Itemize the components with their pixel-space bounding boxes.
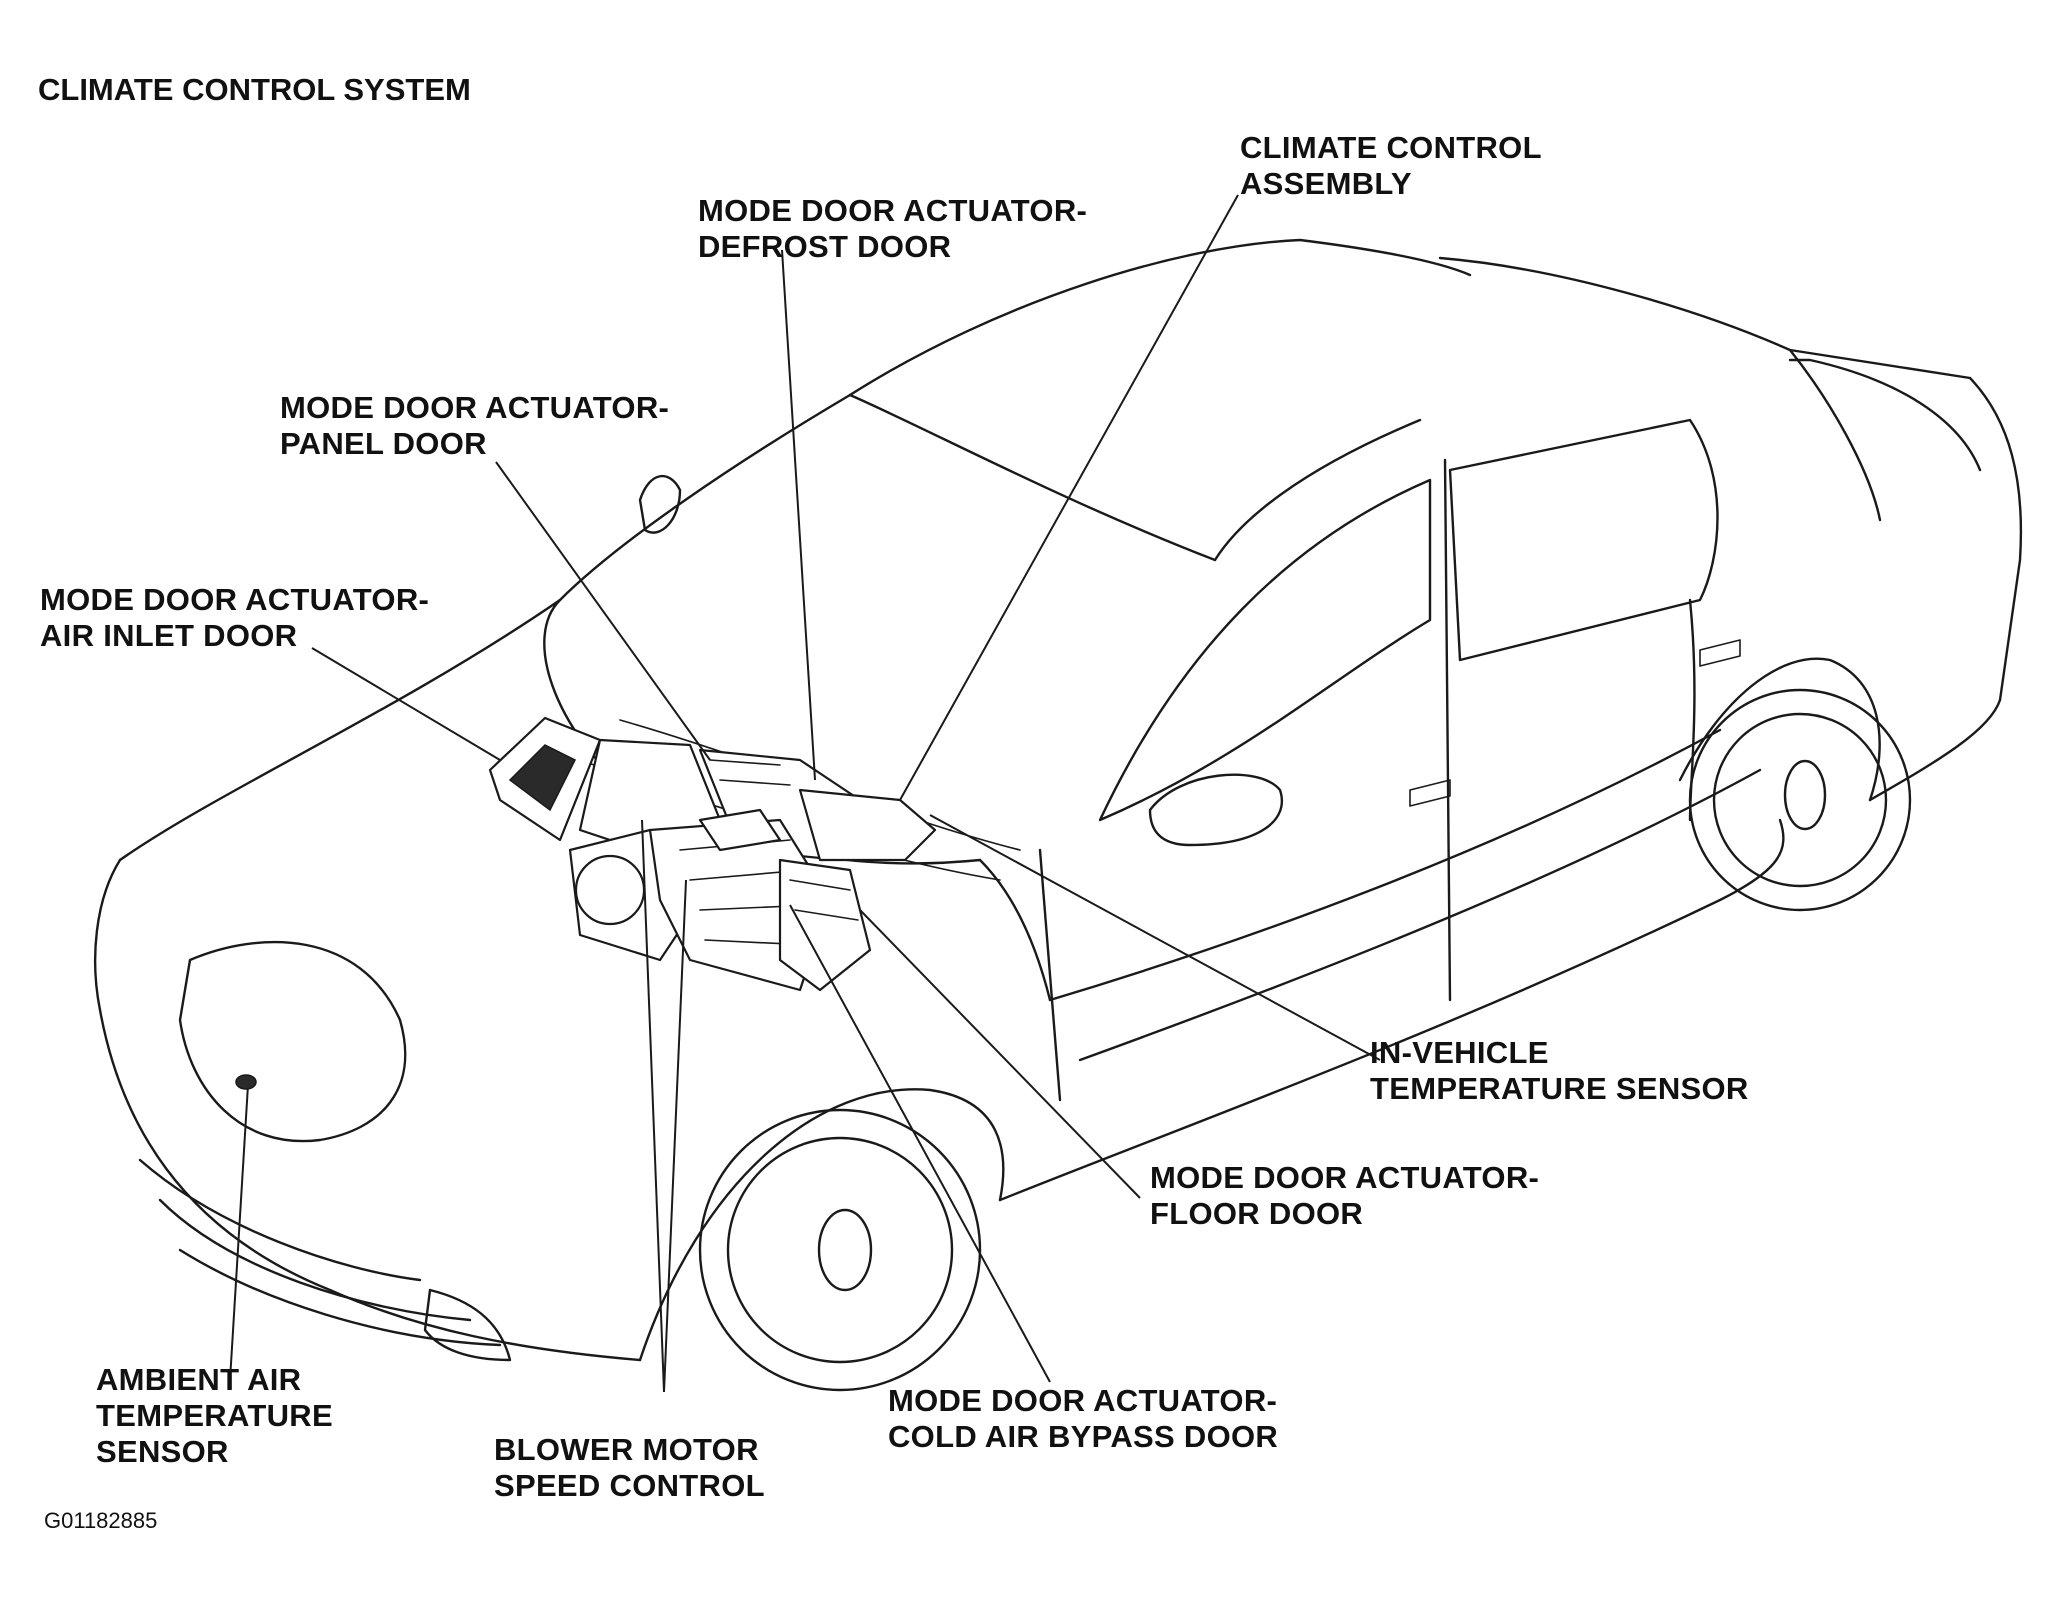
label-floor-door: MODE DOOR ACTUATOR- FLOOR DOOR [1150, 1160, 1540, 1231]
label-panel-door: MODE DOOR ACTUATOR- PANEL DOOR [280, 390, 670, 461]
leader-defrost-door [781, 249, 816, 781]
label-air-inlet-door: MODE DOOR ACTUATOR- AIR INLET DOOR [40, 582, 430, 653]
ambient-sensor-marker [235, 1074, 257, 1090]
leader-blower-motor-speed-control-a [641, 819, 665, 1393]
label-cold-air-bypass-door: MODE DOOR ACTUATOR- COLD AIR BYPASS DOOR [888, 1383, 1279, 1454]
label-blower-motor-speed-control: BLOWER MOTOR SPEED CONTROL [494, 1432, 765, 1503]
diagram-title: CLIMATE CONTROL SYSTEM [38, 72, 471, 107]
car-outline [93, 238, 2023, 1392]
leader-climate-control-assembly [899, 194, 1239, 801]
label-in-vehicle-sensor: IN-VEHICLE TEMPERATURE SENSOR [1370, 1035, 1749, 1106]
label-ambient-air-sensor: AMBIENT AIR TEMPERATURE SENSOR [96, 1362, 333, 1469]
leader-cold-air-bypass-door [789, 904, 1051, 1383]
leader-lines [229, 194, 1381, 1393]
figure-id: G01182885 [44, 1508, 158, 1533]
leader-ambient-air-sensor [229, 1084, 249, 1381]
leader-air-inlet-door [311, 647, 501, 761]
leader-floor-door [859, 909, 1141, 1199]
leader-in-vehicle-sensor [929, 814, 1381, 1061]
hvac-unit [488, 716, 937, 992]
label-climate-control-assembly: CLIMATE CONTROL ASSEMBLY [1240, 130, 1542, 201]
label-defrost-door: MODE DOOR ACTUATOR- DEFROST DOOR [698, 193, 1088, 264]
leader-panel-door [495, 461, 711, 761]
leader-blower-motor-speed-control-b [663, 879, 687, 1393]
